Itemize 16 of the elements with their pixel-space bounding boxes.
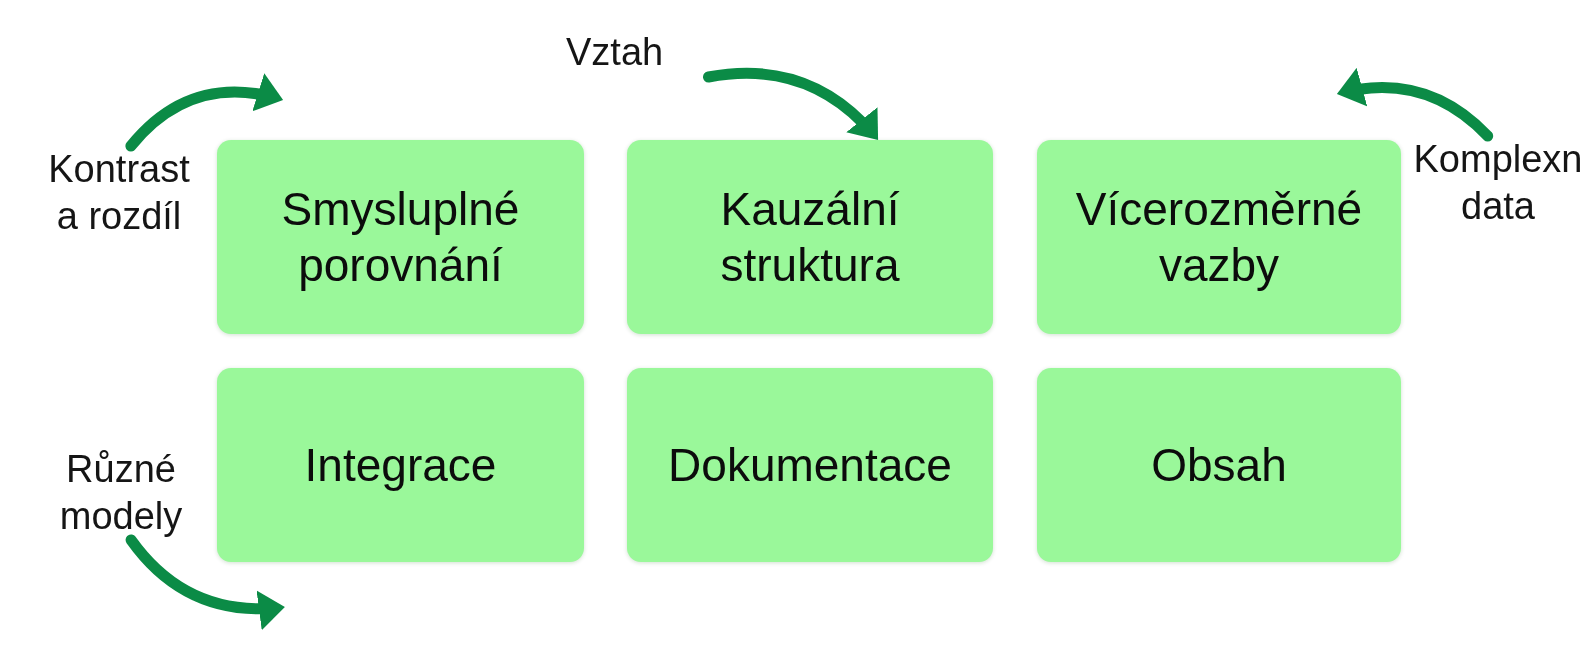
rounded-box [1037, 140, 1401, 334]
box-label: Vícerozměrné vazby [1074, 182, 1364, 293]
rounded-box [1037, 368, 1401, 562]
annotation-text: Komplexn data [1412, 136, 1584, 230]
box-label: Smysluplné porovnání [280, 182, 521, 293]
box-label: Obsah [1151, 438, 1287, 493]
annotation-text: Různé modely [46, 446, 196, 540]
rounded-box [627, 140, 993, 334]
rounded-box [217, 368, 584, 562]
annotation-text: Kontrast a rozdíl [34, 146, 204, 240]
annotation-text: Vztah [566, 29, 716, 77]
rounded-box [217, 140, 584, 334]
box-label: Integrace [304, 438, 497, 493]
rounded-box [627, 368, 993, 562]
box-label: Dokumentace [668, 438, 952, 493]
box-label: Kauzální struktura [719, 182, 901, 293]
